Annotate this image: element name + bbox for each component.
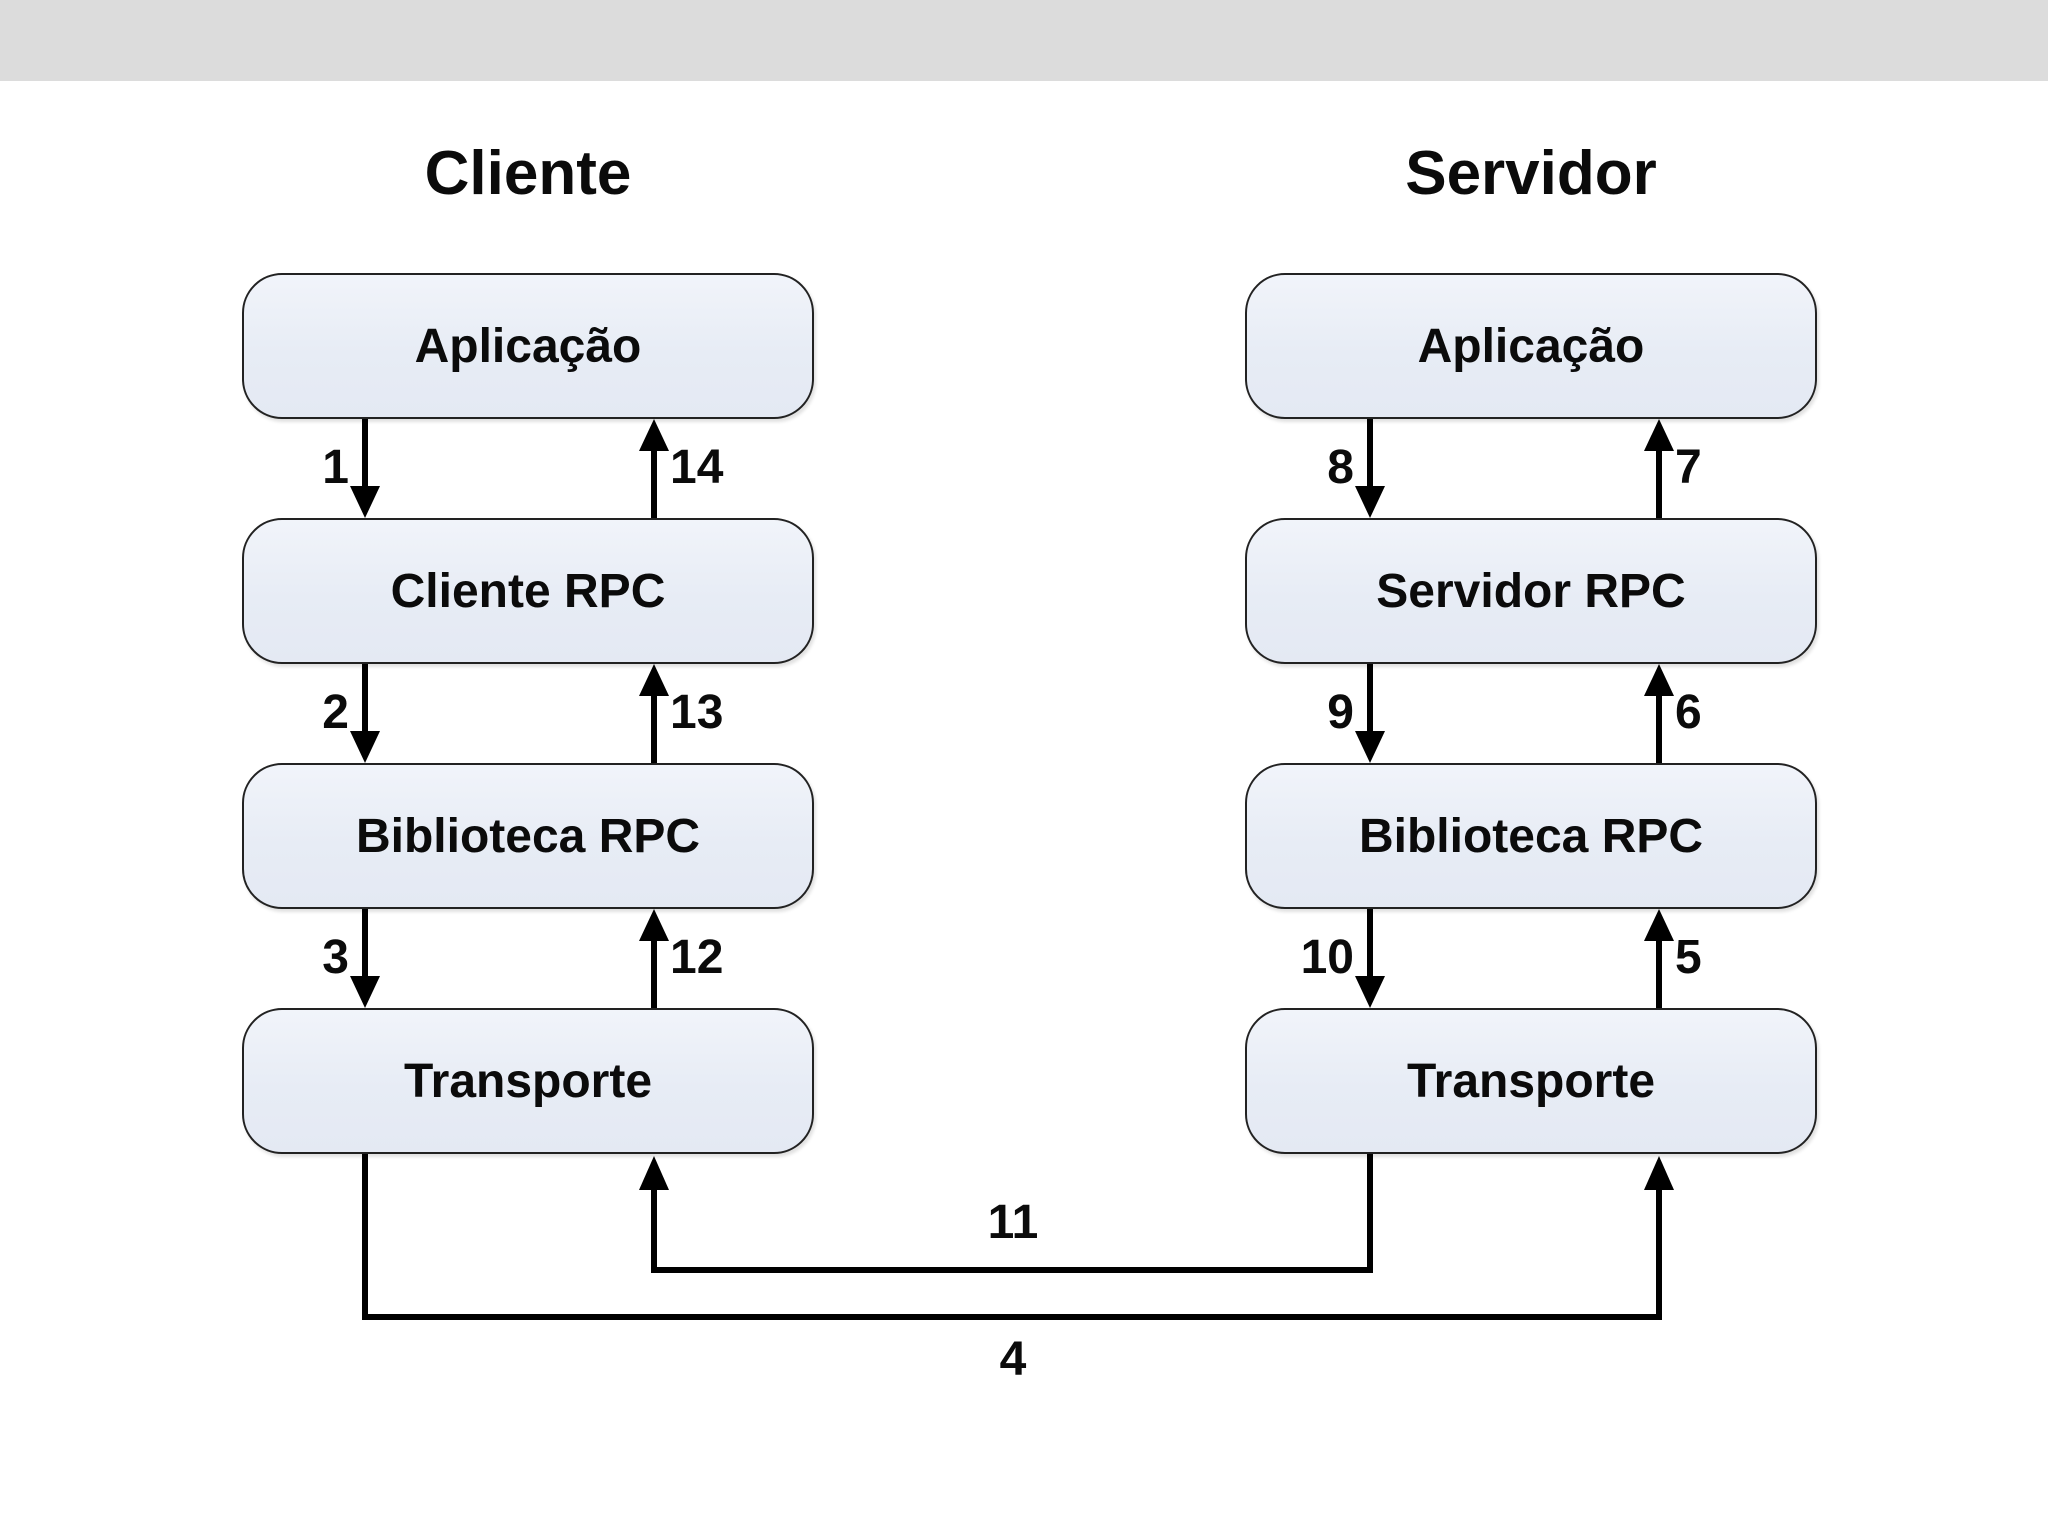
- step-number-4: 4: [999, 1333, 1027, 1386]
- box-label: Biblioteca RPC: [1358, 809, 1704, 863]
- box-label: Aplicação: [1417, 319, 1645, 373]
- top-band: [0, 0, 2048, 81]
- box-label: Servidor RPC: [1376, 564, 1686, 618]
- arrow-step-11: [639, 1154, 1373, 1273]
- step-number-13: 13: [670, 686, 724, 739]
- arrow-step-10: [1355, 909, 1385, 1008]
- box-servidor-rpc: Servidor RPC: [1245, 518, 1817, 664]
- arrow-step-5: [1644, 909, 1674, 1008]
- arrow-step-6: [1644, 664, 1674, 763]
- box-servidor-aplicacao: Aplicação: [1245, 273, 1817, 419]
- step-number-6: 6: [1675, 686, 1702, 739]
- box-label: Transporte: [403, 1054, 653, 1108]
- arrow-step-4: [362, 1154, 1674, 1320]
- step-number-5: 5: [1675, 931, 1702, 984]
- arrow-step-9: [1355, 664, 1385, 763]
- column-title-servidor: Servidor: [1405, 139, 1657, 208]
- arrow-step-1: [350, 419, 380, 518]
- arrow-step-13: [639, 664, 669, 763]
- box-label: Biblioteca RPC: [355, 809, 701, 863]
- arrow-step-2: [350, 664, 380, 763]
- arrow-step-8: [1355, 419, 1385, 518]
- box-servidor-transporte: Transporte: [1245, 1008, 1817, 1154]
- step-number-11: 11: [987, 1196, 1039, 1249]
- step-number-14: 14: [670, 441, 724, 494]
- step-number-8: 8: [1327, 441, 1354, 494]
- box-label: Transporte: [1406, 1054, 1656, 1108]
- box-label: Cliente RPC: [390, 564, 666, 618]
- step-number-2: 2: [322, 686, 349, 739]
- step-number-7: 7: [1675, 441, 1702, 494]
- column-title-cliente: Cliente: [424, 139, 632, 208]
- arrow-step-14: [639, 419, 669, 518]
- box-cliente-rpc: Cliente RPC: [242, 518, 814, 664]
- arrow-step-7: [1644, 419, 1674, 518]
- arrow-step-12: [639, 909, 669, 1008]
- box-label: Aplicação: [414, 319, 642, 373]
- step-number-3: 3: [322, 931, 349, 984]
- box-cliente-biblioteca-rpc: Biblioteca RPC: [242, 763, 814, 909]
- box-cliente-transporte: Transporte: [242, 1008, 814, 1154]
- step-number-9: 9: [1327, 686, 1354, 739]
- step-number-1: 1: [322, 441, 349, 494]
- arrow-step-3: [350, 909, 380, 1008]
- box-cliente-aplicacao: Aplicação: [242, 273, 814, 419]
- step-number-10: 10: [1300, 931, 1354, 984]
- step-number-12: 12: [670, 931, 724, 984]
- box-servidor-biblioteca-rpc: Biblioteca RPC: [1245, 763, 1817, 909]
